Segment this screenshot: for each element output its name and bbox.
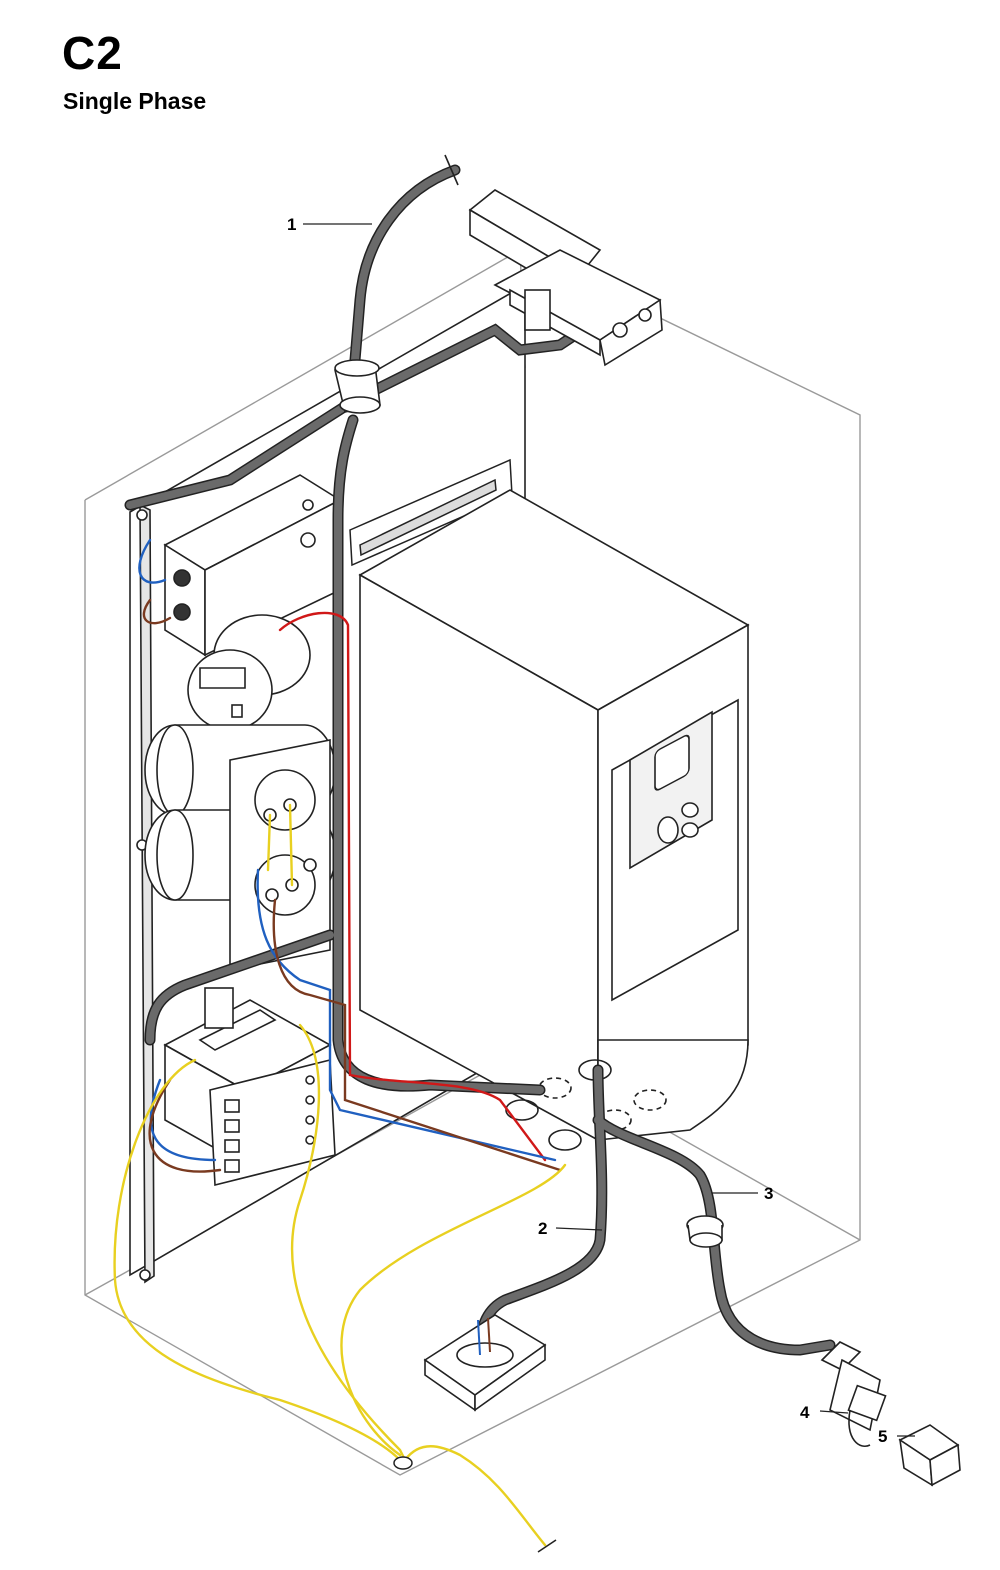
cable-gland-right xyxy=(686,1215,724,1248)
callout-2-label: 2 xyxy=(538,1219,547,1238)
page-subtitle: Single Phase xyxy=(63,88,207,114)
page-title: C2 xyxy=(62,27,123,79)
cut-marks xyxy=(444,154,557,1553)
frequency-inverter xyxy=(358,489,750,1151)
cable-gland-top xyxy=(334,359,381,414)
earth-ring-terminal xyxy=(393,1456,413,1470)
plug-connector xyxy=(820,1341,961,1487)
din-rail xyxy=(349,458,513,567)
callout-1: 1 xyxy=(287,215,372,234)
contactor xyxy=(163,987,336,1187)
callout-4-label: 4 xyxy=(800,1403,810,1422)
transformer-block xyxy=(163,474,342,657)
callout-4: 4 xyxy=(800,1403,849,1422)
callout-5-label: 5 xyxy=(878,1427,887,1446)
callout-3: 3 xyxy=(712,1184,773,1203)
floor-gland-plate xyxy=(423,1314,547,1412)
callout-1-label: 1 xyxy=(287,215,296,234)
wires xyxy=(113,538,567,1547)
callout-2: 2 xyxy=(538,1219,603,1238)
hour-meter xyxy=(187,614,311,731)
capacitors xyxy=(144,724,336,971)
callout-5: 5 xyxy=(878,1427,915,1446)
top-connector-housing xyxy=(468,189,663,367)
callout-3-label: 3 xyxy=(764,1184,773,1203)
